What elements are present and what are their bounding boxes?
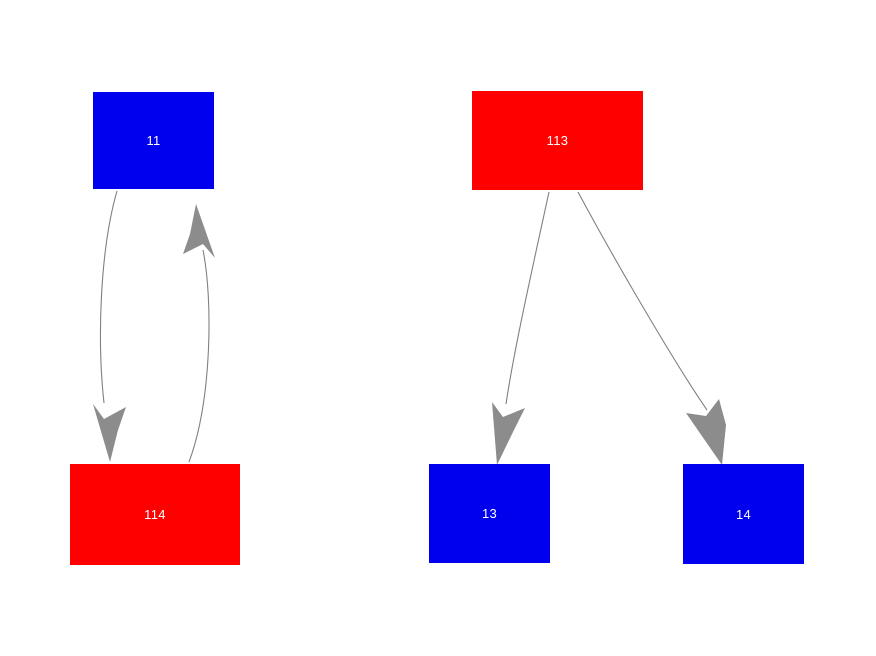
arrowhead-113-13 [492,402,525,465]
graph-node-label: 11 [146,133,161,148]
edge-11-to-114[interactable] [93,190,126,462]
arrowhead-114-11 [183,204,215,258]
arrowhead-11-114 [93,404,126,462]
edge-114-to-11[interactable] [183,204,215,463]
edge-line-113-14 [577,191,708,411]
edge-line-114-11 [188,249,210,463]
graph-node-label: 13 [481,506,498,521]
graph-node-11[interactable]: 11 [93,92,214,189]
graph-node-13[interactable]: 13 [429,464,550,563]
graph-node-label: 114 [144,507,166,522]
graph-node-label: 113 [546,133,569,148]
arrowhead-113-14 [686,399,726,465]
edge-line-11-114 [99,190,118,404]
graph-node-114[interactable]: 114 [70,464,240,565]
edge-113-to-14[interactable] [577,191,726,465]
edge-line-113-13 [505,191,550,405]
edge-113-to-13[interactable] [492,191,550,465]
graph-node-113[interactable]: 113 [472,91,643,190]
graph-node-14[interactable]: 14 [683,464,804,564]
graph-node-label: 14 [735,506,752,522]
